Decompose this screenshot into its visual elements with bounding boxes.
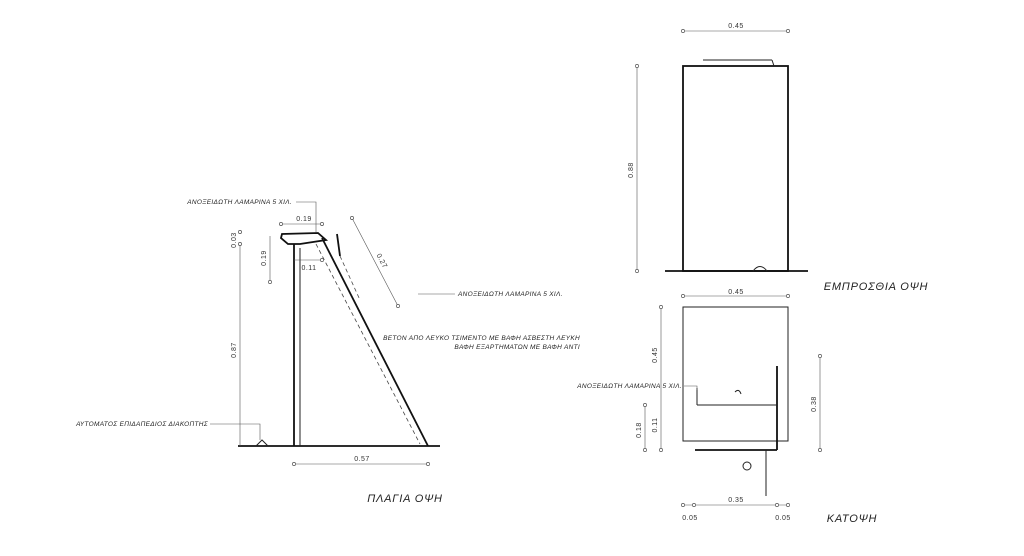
leader-switch [210, 423, 261, 440]
plan-dim-bottom-left-label: 0.05 [682, 515, 698, 522]
side-plate [336, 233, 341, 257]
front-dim-width-label: 0.45 [728, 23, 744, 30]
note-concrete-line1: ΒΕΤΟΝ ΑΠΟ ΛΕΥΚΟ ΤΣΙΜΕΝΤΟ ΜΕ ΒΑΦΗ ΑΣΒΕΣΤΗ… [383, 335, 580, 342]
plan-dim-left-b-label: 0.11 [652, 417, 659, 432]
dim-dot [238, 230, 242, 234]
leader-plan-plate [684, 385, 698, 390]
plan-note-plate: ΑΝΟΞΕΙΔΩΤΗ ΛΑΜΑΡΙΝΑ 5 ΧΙΛ. [576, 383, 682, 390]
plan-dim-bottom-right-label: 0.05 [775, 515, 791, 522]
front-view-title: ΕΜΠΡΟΣΘΙΑ ΟΨΗ [824, 281, 929, 293]
front-body [682, 65, 789, 272]
dim-dot [268, 280, 272, 284]
dim-dot [279, 222, 283, 226]
dim-dot [643, 403, 647, 407]
front-dim-height-label: 0.88 [628, 162, 635, 178]
note-plate: ΑΝΟΞΕΙΔΩΤΗ ΛΑΜΑΡΙΝΑ 5 ΧΙΛ. [457, 291, 563, 298]
dim-dot [786, 503, 790, 507]
dim-dot [426, 462, 430, 466]
dim-dot [659, 305, 663, 309]
side-slanted-face [321, 237, 429, 447]
note-switch: ΑΥΤΟΜΑΤΟΣ ΕΠΙΔΑΠΕΔΙΟΣ ΔΙΑΚΟΠΤΗΣ [75, 421, 209, 428]
dim-dot [350, 216, 354, 220]
note-bolts: ΑΝΟΞΕΙΔΩΤΗ ΛΑΜΑΡΙΝΑ 5 ΧΙΛ. [186, 199, 292, 206]
leader-bolts [296, 201, 317, 232]
side-view-title: ΠΛΑΓΙΑ ΟΨΗ [367, 493, 443, 505]
dim-dot [659, 448, 663, 452]
dim-dot [238, 242, 242, 246]
front-top-cap-edge [771, 59, 775, 67]
note-concrete-line2: ΒΑΦΗ ΕΞΑΡΤΗΜΑΤΩΝ ΜΕ ΒΑΦΗ ΑΝΤΙ [454, 344, 580, 351]
front-switch [752, 266, 768, 272]
dim-top-width-label: 0.19 [296, 216, 312, 223]
side-switch [255, 439, 269, 447]
side-view: 0.87 0.03 0.19 0.19 0.11 0.27 0.57 ΑΝΟΞΕ… [75, 199, 580, 505]
dim-dot [786, 294, 790, 298]
plan-dim-left-a-label: 0.18 [636, 422, 643, 438]
plan-dim-width-label: 0.45 [728, 289, 744, 296]
dim-line-diagonal [351, 217, 399, 307]
dim-diagonal-label: 0.27 [375, 253, 389, 270]
dim-dot [786, 29, 790, 33]
dim-dot [818, 354, 822, 358]
dim-vertical-small-label: 0.19 [261, 250, 268, 266]
plan-marker [734, 389, 742, 395]
dim-dot [635, 64, 639, 68]
plan-dim-depth-label: 0.45 [652, 347, 659, 363]
dim-dot [681, 294, 685, 298]
plan-dim-right-label: 0.38 [811, 396, 818, 412]
dim-dot [643, 448, 647, 452]
side-top-cap [279, 232, 329, 245]
dim-dot [681, 29, 685, 33]
plan-outline [682, 306, 789, 442]
dim-dot [775, 503, 779, 507]
plan-view-title: ΚΑΤΟΨΗ [827, 513, 878, 525]
dim-total-width-label: 0.57 [354, 456, 370, 463]
plan-dim-bottom-label: 0.35 [728, 497, 744, 504]
dim-dot [692, 503, 696, 507]
dim-height-label: 0.87 [231, 342, 238, 358]
front-view: 0.45 0.88 ΕΜΠΡΟΣΘΙΑ ΟΨΗ [628, 23, 929, 293]
plan-view: 0.45 0.45 0.18 0.11 0.38 0.35 0.05 0.05 … [576, 289, 878, 525]
dim-dot [818, 448, 822, 452]
side-slanted-inner [315, 243, 421, 445]
dim-dot [320, 258, 324, 262]
dim-dot [292, 462, 296, 466]
dim-top-thickness-label: 0.03 [231, 232, 238, 248]
dim-dot [396, 304, 400, 308]
dim-dot [681, 503, 685, 507]
dim-inner-label: 0.11 [301, 265, 316, 272]
dim-dot [635, 269, 639, 273]
dim-dot [320, 222, 324, 226]
plan-switch [742, 461, 752, 471]
side-plate-hatch [339, 255, 361, 301]
